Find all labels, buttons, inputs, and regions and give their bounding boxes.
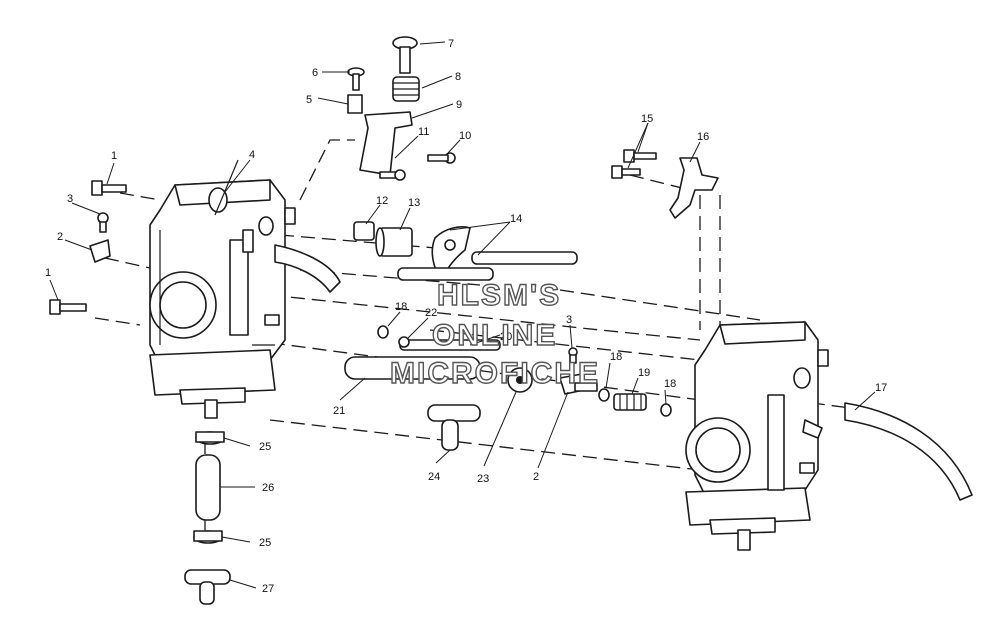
callout-11: 11 — [418, 126, 429, 138]
callout-18b: 18 — [610, 351, 622, 363]
callout-17: 17 — [875, 382, 887, 394]
callout-10: 10 — [459, 130, 471, 142]
callout-2b: 2 — [533, 471, 539, 483]
callout-16: 16 — [697, 131, 709, 143]
callout-5: 5 — [306, 94, 312, 106]
leader-lines — [49, 41, 876, 589]
callout-3a: 3 — [67, 193, 73, 205]
callout-6: 6 — [312, 67, 318, 79]
callout-25a: 25 — [259, 441, 271, 453]
callout-3b: 3 — [566, 314, 572, 326]
callout-18a: 18 — [395, 301, 407, 313]
callout-15: 15 — [641, 113, 653, 125]
callout-23: 23 — [477, 473, 489, 485]
right-carburetor — [685, 321, 829, 551]
watermark-line-2: ONLINE — [432, 319, 557, 352]
callout-24: 24 — [428, 471, 440, 483]
callout-26: 26 — [262, 482, 274, 494]
callout-9: 9 — [456, 99, 462, 111]
callout-22: 22 — [425, 307, 437, 319]
callout-19: 19 — [638, 367, 650, 379]
callout-21: 21 — [333, 405, 345, 417]
callout-18c: 18 — [664, 378, 676, 390]
callout-13: 13 — [408, 197, 420, 209]
callout-25b: 25 — [259, 537, 271, 549]
callout-7: 7 — [448, 38, 454, 50]
callout-8: 8 — [455, 71, 461, 83]
callout-1a: 1 — [111, 150, 117, 162]
callout-1b: 1 — [45, 267, 51, 279]
watermark-line-1: HLSM'S — [437, 279, 561, 312]
callout-2a: 2 — [57, 231, 63, 243]
callout-14: 14 — [510, 213, 522, 225]
callout-20: 20 — [500, 331, 512, 343]
callout-12: 12 — [376, 195, 388, 207]
left-carburetor — [149, 159, 341, 419]
callout-27: 27 — [262, 583, 274, 595]
watermark-line-3: MICROFICHE — [390, 357, 600, 390]
callout-labels: 1 1 2 2 3 3 4 5 6 7 8 9 10 11 12 13 14 1… — [45, 38, 887, 595]
watermark: HLSM'S ONLINE MICROFICHE — [389, 278, 600, 390]
callout-4: 4 — [249, 149, 255, 161]
